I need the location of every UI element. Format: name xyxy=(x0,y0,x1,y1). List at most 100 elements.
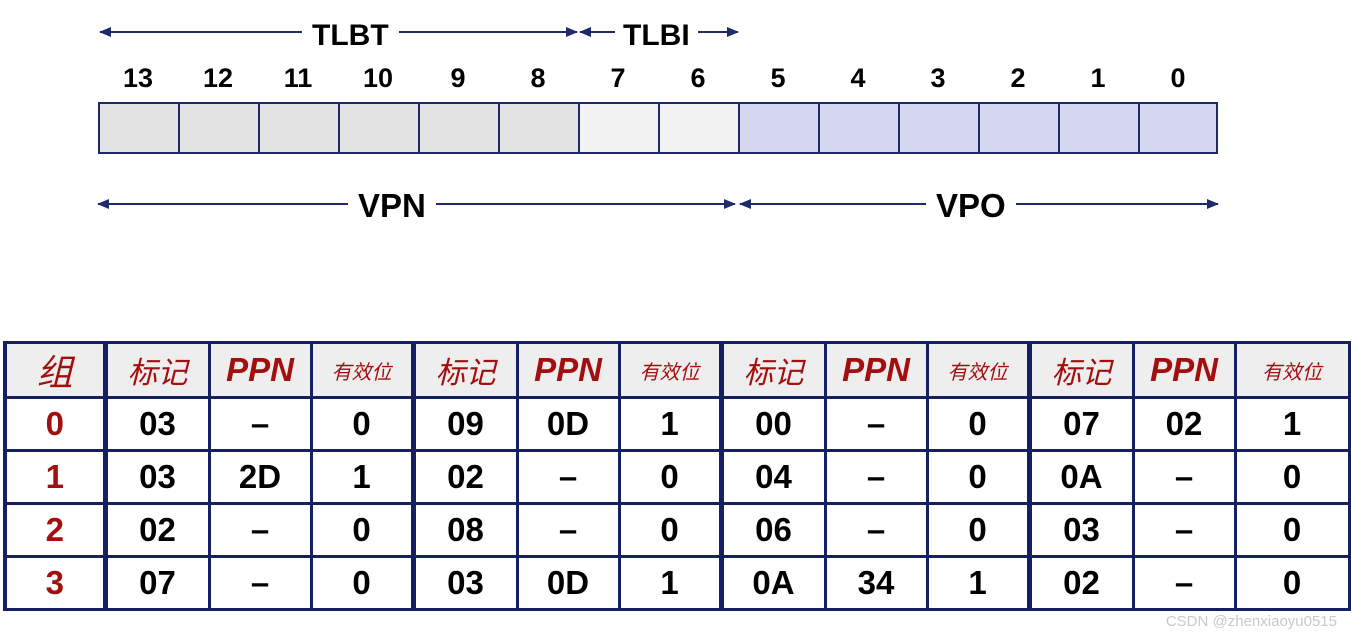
valid-header: 有效位 xyxy=(1233,341,1351,399)
set-header: 组 xyxy=(3,341,107,399)
valid-cell: 0 xyxy=(617,449,723,505)
bit-index-label: 11 xyxy=(283,63,313,93)
tag-header: 标记 xyxy=(1026,341,1135,399)
bit-index-label: 1 xyxy=(1090,63,1106,93)
tag-header: 标记 xyxy=(410,341,519,399)
bit-cell-tlbt xyxy=(498,102,578,154)
tag-header: 标记 xyxy=(102,341,211,399)
valid-header-label: 有效位 xyxy=(331,359,392,384)
bit-index-label: 5 xyxy=(770,63,786,93)
tag-cell: 02 xyxy=(102,502,211,558)
tag-cell: 03 xyxy=(410,555,519,611)
tag-cell: 03 xyxy=(1026,502,1135,558)
ppn-cell: – xyxy=(823,396,929,452)
ppn-cell: – xyxy=(823,502,929,558)
valid-cell: 0 xyxy=(309,502,415,558)
watermark: CSDN @zhenxiaoyu0515 xyxy=(1165,613,1337,630)
valid-cell: 1 xyxy=(617,396,723,452)
vpn-label: VPN xyxy=(348,186,436,226)
bit-index-label: 0 xyxy=(1170,63,1186,93)
bit-index-label: 4 xyxy=(850,63,866,93)
bit-index-label: 6 xyxy=(690,63,706,93)
tlbi-label: TLBI xyxy=(615,16,698,56)
valid-cell: 1 xyxy=(617,555,723,611)
ppn-cell: – xyxy=(1131,502,1237,558)
valid-cell: 0 xyxy=(1233,555,1351,611)
tag-cell: 06 xyxy=(718,502,827,558)
tag-cell: 0A xyxy=(718,555,827,611)
set-index: 3 xyxy=(3,555,107,611)
bit-cell-tlbt xyxy=(418,102,498,154)
valid-cell: 0 xyxy=(1233,449,1351,505)
bit-index-label: 12 xyxy=(202,63,234,93)
ppn-header-label: PPN xyxy=(534,351,602,388)
tlbt-label: TLBT xyxy=(302,16,399,56)
ppn-cell: – xyxy=(823,449,929,505)
ppn-header: PPN xyxy=(207,341,313,399)
tag-cell: 02 xyxy=(1026,555,1135,611)
bit-cell-tlbi xyxy=(658,102,738,154)
ppn-cell: 2D xyxy=(207,449,313,505)
valid-cell: 0 xyxy=(617,502,723,558)
tag-cell: 07 xyxy=(102,555,211,611)
bit-cell-tlbi xyxy=(578,102,658,154)
bit-index-label: 7 xyxy=(610,63,626,93)
valid-header-label: 有效位 xyxy=(947,359,1008,384)
tag-header-label: 标记 xyxy=(1051,356,1112,391)
ppn-header-label: PPN xyxy=(1150,351,1218,388)
ppn-header: PPN xyxy=(823,341,929,399)
bit-index-label: 10 xyxy=(362,63,394,93)
bit-cell-vpo xyxy=(818,102,898,154)
tag-header-label: 标记 xyxy=(127,356,188,391)
valid-cell: 0 xyxy=(309,555,415,611)
tag-cell: 0A xyxy=(1026,449,1135,505)
valid-cell: 1 xyxy=(1233,396,1351,452)
bit-cell-vpo xyxy=(1138,102,1218,154)
valid-header-label: 有效位 xyxy=(639,359,700,384)
bit-cell-tlbt xyxy=(338,102,418,154)
ppn-cell: 02 xyxy=(1131,396,1237,452)
tag-cell: 04 xyxy=(718,449,827,505)
tag-cell: 02 xyxy=(410,449,519,505)
valid-cell: 1 xyxy=(925,555,1031,611)
valid-cell: 0 xyxy=(925,502,1031,558)
tag-cell: 08 xyxy=(410,502,519,558)
bit-cell-tlbt xyxy=(98,102,178,154)
ppn-cell: – xyxy=(1131,555,1237,611)
valid-header: 有效位 xyxy=(925,341,1031,399)
bit-index-label: 9 xyxy=(450,63,466,93)
bit-cell-vpo xyxy=(738,102,818,154)
valid-cell: 0 xyxy=(925,396,1031,452)
vpo-label: VPO xyxy=(926,186,1016,226)
valid-cell: 0 xyxy=(309,396,415,452)
ppn-cell: 0D xyxy=(515,555,621,611)
ppn-header-label: PPN xyxy=(842,351,910,388)
tag-cell: 03 xyxy=(102,396,211,452)
ppn-cell: – xyxy=(1131,449,1237,505)
address-bits-row xyxy=(98,102,1218,154)
valid-cell: 0 xyxy=(925,449,1031,505)
tag-header-label: 标记 xyxy=(435,356,496,391)
bit-cell-vpo xyxy=(978,102,1058,154)
ppn-cell: – xyxy=(207,396,313,452)
bit-index-label: 8 xyxy=(530,63,546,93)
ppn-header-label: PPN xyxy=(226,351,294,388)
bit-index-label: 13 xyxy=(122,63,154,93)
ppn-header: PPN xyxy=(1131,341,1237,399)
tag-cell: 09 xyxy=(410,396,519,452)
ppn-cell: – xyxy=(515,502,621,558)
tag-cell: 07 xyxy=(1026,396,1135,452)
bit-index-label: 3 xyxy=(930,63,946,93)
set-index: 2 xyxy=(3,502,107,558)
bit-cell-tlbt xyxy=(178,102,258,154)
bit-cell-vpo xyxy=(1058,102,1138,154)
ppn-cell: – xyxy=(515,449,621,505)
tag-header-label: 标记 xyxy=(743,356,804,391)
